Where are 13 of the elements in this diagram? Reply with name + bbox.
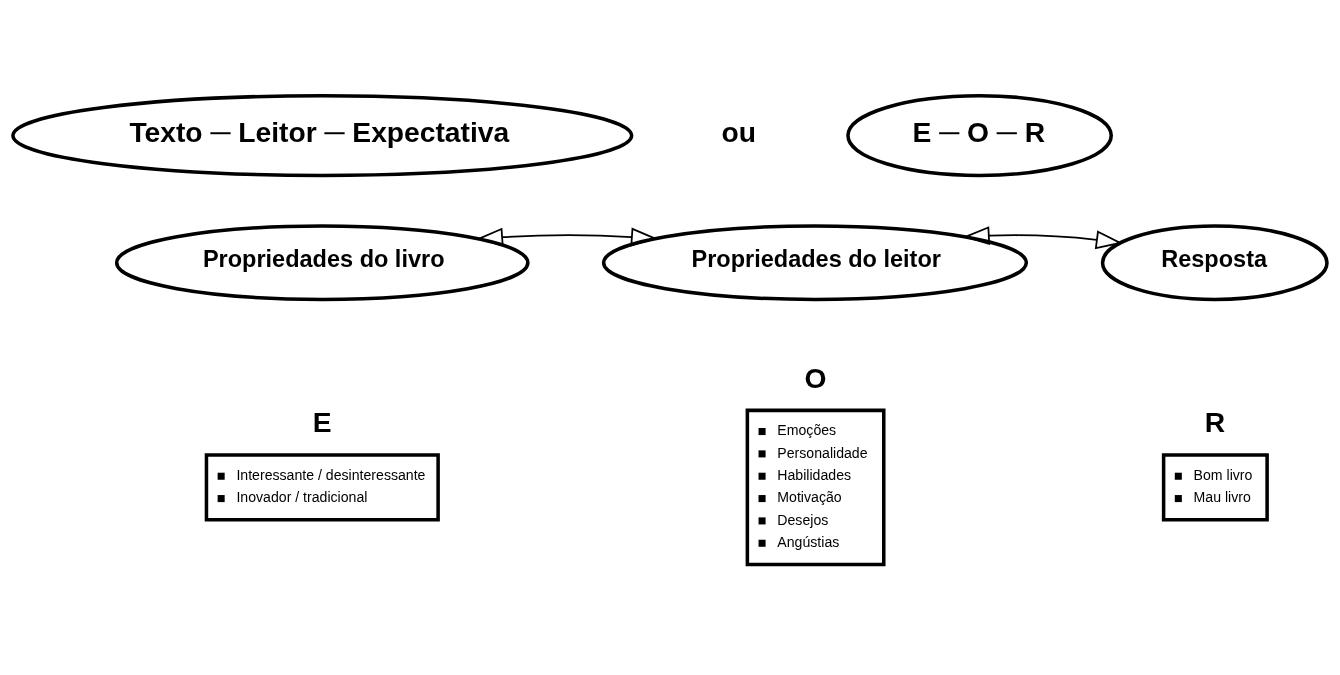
arrow [476, 227, 658, 247]
arrow [962, 225, 1123, 249]
node-ellipse: E ─ O ─ R [846, 93, 1113, 177]
node-ellipse: Propriedades do livro [114, 223, 530, 301]
node-ellipse: Resposta [1100, 223, 1329, 301]
node-box: Bom livro Mau livro [1161, 452, 1269, 521]
node-box: Emoções Personalidade Habilidades Motivação Desejos Angústias [745, 408, 886, 566]
node-label: E [312, 405, 332, 438]
label: ou [721, 115, 756, 148]
node-label: R [1204, 405, 1226, 438]
node-label: O [804, 361, 827, 394]
node-ellipse: Texto ─ Leitor ─ Expectativa [11, 93, 634, 177]
node-box: Interessante / desinteressante Inovador / tradicional [204, 452, 440, 521]
